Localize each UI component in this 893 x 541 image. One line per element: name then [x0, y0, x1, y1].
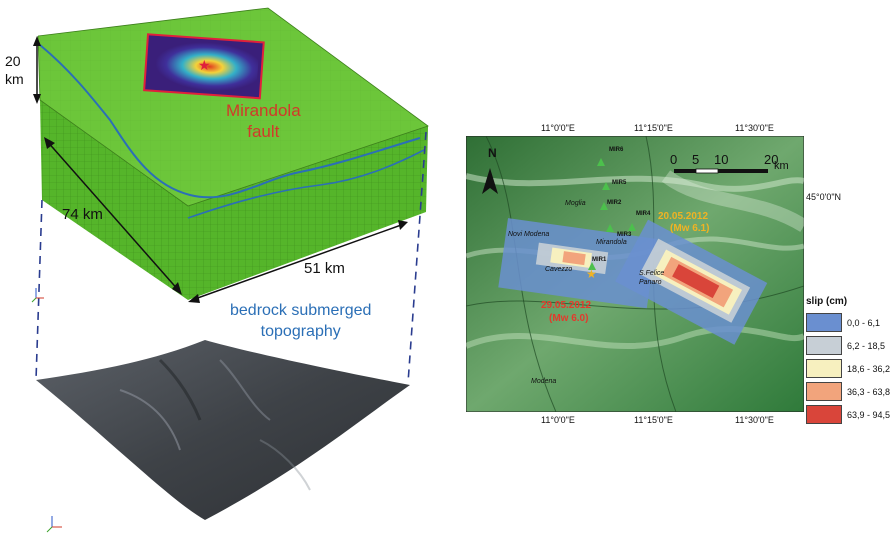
north-arrow-icon — [482, 168, 498, 194]
legend-title: slip (cm) — [806, 296, 848, 307]
epicenter-star-icon: ★ — [198, 58, 211, 74]
north-label: N — [488, 146, 497, 160]
legend-swatch — [806, 405, 842, 424]
model-3d-figure: ★ — [31, 7, 429, 533]
lat-tick: 45°0'0"N — [806, 192, 842, 202]
legend-label: 36,3 - 63,8 — [847, 386, 891, 397]
lon-tick-bottom-3: 11°30'0"E — [735, 415, 774, 425]
place-modena: Modena — [531, 378, 557, 385]
epicenter-1-star-icon: ★ — [586, 267, 597, 281]
lon-tick-bottom-2: 11°15'0"E — [634, 415, 673, 425]
bedrock-line-side — [187, 149, 425, 219]
station-label-mir5: MIR5 — [612, 180, 627, 186]
scale-tick-20: 20 — [764, 152, 779, 167]
legend-label: 63,9 - 94,5 — [847, 409, 891, 420]
scale-unit: km — [774, 160, 789, 172]
station-label-mir2: MIR2 — [607, 200, 622, 206]
lon-tick-top-2: 11°15'0"E — [634, 123, 673, 133]
lon-tick-bottom-1: 11°0'0"E — [541, 415, 575, 425]
legend-label: 6,2 - 18,5 — [847, 340, 886, 351]
station-markers — [588, 158, 636, 270]
station-label-mir3: MIR3 — [617, 232, 632, 238]
length-arrow — [45, 139, 181, 293]
legend-swatch — [806, 359, 842, 378]
length-label: 74 km — [62, 206, 103, 223]
axis-triad-icon — [31, 288, 44, 303]
legend-label: 18,6 - 36,2 — [847, 363, 891, 374]
bedrock-surface — [36, 340, 410, 520]
scale-tick-5: 5 — [692, 152, 700, 167]
fault-slip-patch — [143, 33, 265, 100]
legend-swatch — [806, 336, 842, 355]
depth-label: 20 km — [5, 53, 24, 87]
scale-tick-10: 10 — [714, 152, 729, 167]
place-s-felice-panaro: S.Felice Panaro — [639, 270, 665, 286]
legend-item: 18,6 - 36,2 — [806, 357, 892, 380]
legend-item: 0,0 - 6,1 — [806, 311, 892, 334]
width-label: 51 km — [304, 260, 345, 277]
place-cavezzo: Cavezzo — [545, 266, 573, 273]
event-1-mag: (Mw 6.0) — [549, 313, 589, 324]
legend-item: 36,3 - 63,8 — [806, 380, 892, 403]
event-2-mag: (Mw 6.1) — [670, 223, 710, 234]
station-label-mir1: MIR1 — [592, 257, 607, 263]
legend-label: 0,0 - 6,1 — [847, 317, 881, 328]
station-label-mir4: MIR4 — [636, 211, 651, 217]
scale-tick-0: 0 — [670, 152, 678, 167]
lon-tick-top-3: 11°30'0"E — [735, 123, 774, 133]
event-1-date: 29.05.2012 — [541, 300, 592, 311]
place-novi-modena: Novi Modena — [508, 231, 550, 238]
block-left-face — [40, 100, 188, 300]
bedrock-label: bedrock submerged topography — [230, 302, 372, 340]
block-edges — [37, 7, 429, 207]
lon-tick-top-1: 11°0'0"E — [541, 123, 575, 133]
block-right-face — [188, 126, 428, 300]
legend-item: 6,2 - 18,5 — [806, 334, 892, 357]
place-mirandola: Mirandola — [596, 239, 627, 246]
bedrock-line — [39, 44, 421, 199]
place-moglia: Moglia — [565, 200, 586, 207]
map-frame: ★ — [466, 136, 804, 412]
projection-line-left — [35, 199, 43, 381]
fault-plane-2 — [615, 219, 768, 345]
fault-label: Mirandola fault — [226, 101, 301, 141]
event-2-date: 20.05.2012 — [658, 211, 709, 222]
legend-swatch — [806, 382, 842, 401]
station-label-mir6: MIR6 — [609, 147, 624, 153]
legend-item: 63,9 - 94,5 — [806, 403, 892, 426]
legend-swatch — [806, 313, 842, 332]
slip-legend: slip (cm) 0,0 - 6,1 6,2 - 18,5 18,6 - 36… — [806, 296, 892, 426]
width-arrow — [191, 223, 405, 301]
axis-triad-icon-bottom — [46, 516, 62, 533]
